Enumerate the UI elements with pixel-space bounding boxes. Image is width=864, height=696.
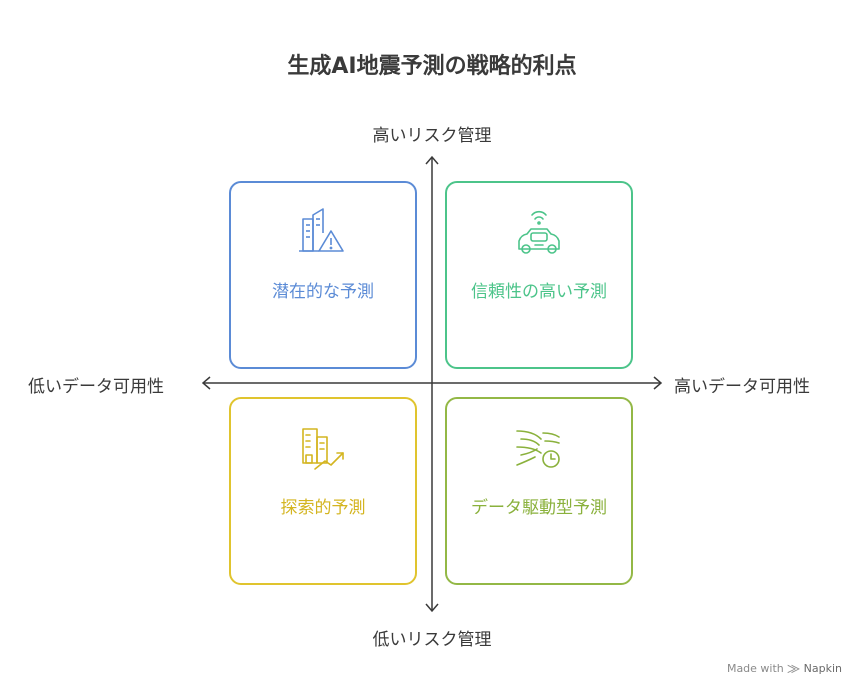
city-growth-icon (302, 428, 344, 470)
wind-clock-icon (516, 430, 560, 468)
quadrant-bottom-right: データ駆動型予測 (445, 397, 633, 585)
quadrant-label-top-left: 潜在的な予測 (272, 282, 374, 302)
axis-arrow-up (425, 155, 439, 165)
footer-made-with: Made with (726, 662, 784, 675)
footer-credit: Made with ⨠ Napkin (727, 662, 842, 676)
axis-arrow-right (653, 376, 663, 390)
city-warning-icon (299, 208, 344, 252)
napkin-logo-icon: ⨠ (787, 662, 801, 675)
quadrant-top-left: 潜在的な予測 (229, 181, 417, 369)
axis-label-bottom: 低いリスク管理 (372, 630, 492, 650)
quadrant-bottom-left: 探索的予測 (229, 397, 417, 585)
quadrant-label-top-right: 信頼性の高い予測 (471, 282, 607, 302)
autonomous-car-icon (518, 210, 560, 254)
footer-brand: Napkin (803, 662, 842, 675)
axis-label-right: 高いデータ可用性 (674, 377, 810, 397)
axis-arrow-left (201, 376, 211, 390)
quadrant-label-bottom-right: データ駆動型予測 (471, 498, 607, 518)
diagram-title: 生成AI地震予測の戦略的利点 (287, 54, 577, 79)
quadrant-top-right: 信頼性の高い予測 (445, 181, 633, 369)
axis-arrow-down (425, 603, 439, 613)
axis-label-left: 低いデータ可用性 (28, 377, 164, 397)
axis-label-top: 高いリスク管理 (372, 126, 492, 146)
quadrant-label-bottom-left: 探索的予測 (280, 498, 366, 518)
